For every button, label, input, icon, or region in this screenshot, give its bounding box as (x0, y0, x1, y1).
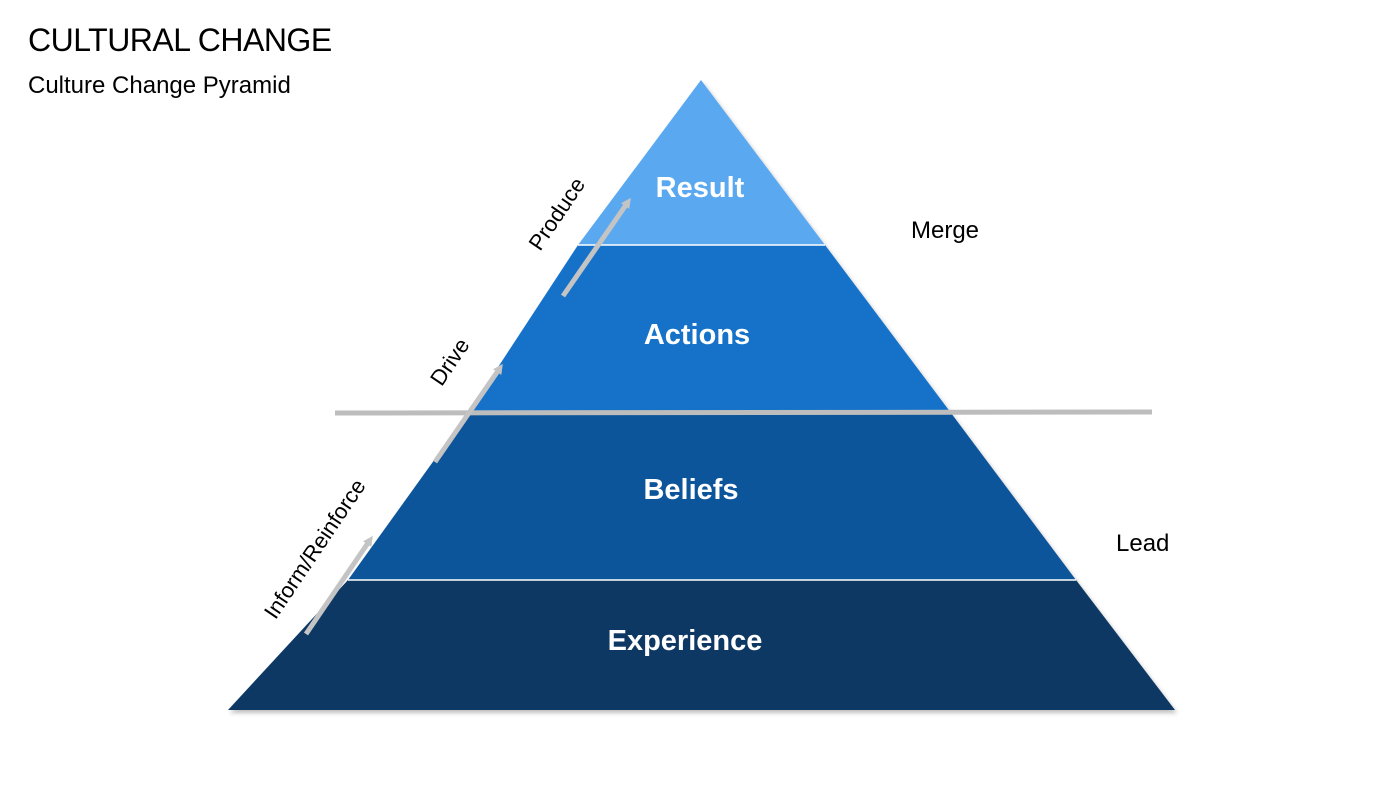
layer-label-experience: Experience (608, 625, 763, 657)
arrow-inform-reinforce (303, 535, 373, 636)
layer-beliefs-shape (348, 413, 1076, 580)
arrow-produce (560, 197, 631, 298)
pyramid-shape (228, 80, 1175, 710)
side-label-merge: Merge (911, 217, 979, 244)
layer-actions-shape (468, 245, 951, 413)
layer-label-actions: Actions (644, 319, 750, 351)
layer-label-beliefs: Beliefs (643, 474, 738, 506)
slide-title: CULTURAL CHANGE (28, 22, 332, 58)
slide-subtitle: Culture Change Pyramid (28, 72, 291, 99)
divider-line (334, 409, 1153, 416)
layer-label-result: Result (656, 172, 745, 204)
side-label-lead: Lead (1116, 530, 1169, 557)
layer-result-shape (578, 80, 825, 245)
layer-experience-shape (228, 580, 1175, 710)
arrow-label-drive: Drive (425, 334, 474, 391)
arrow-drive (432, 363, 503, 464)
